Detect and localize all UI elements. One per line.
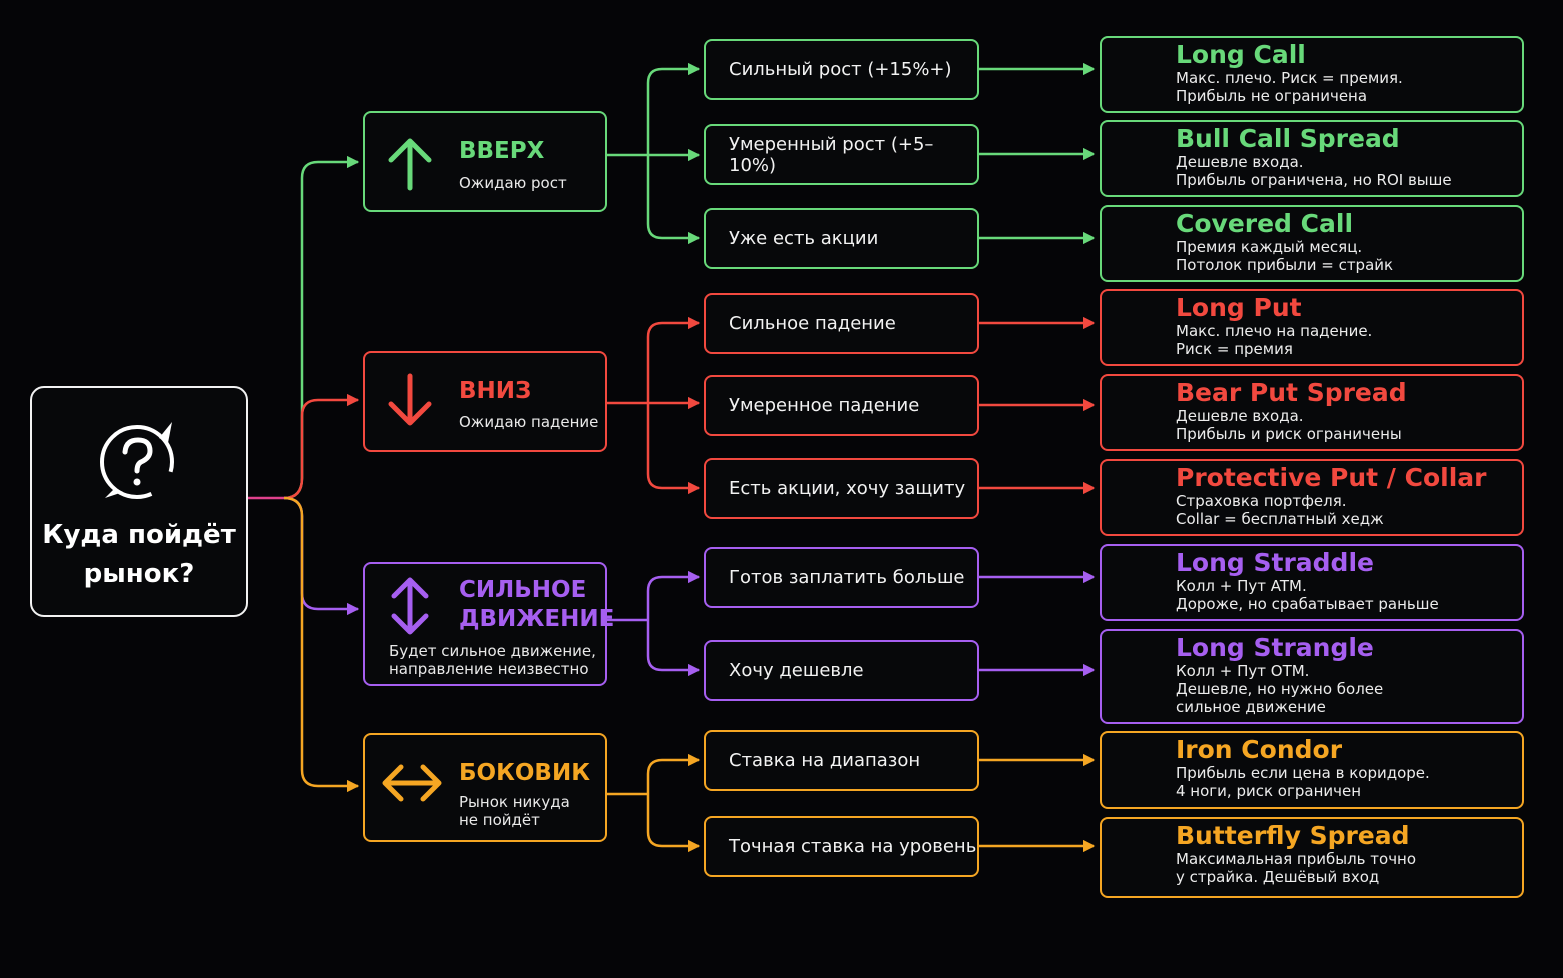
category-up-box: ВВЕРХ Ожидаю рост — [363, 111, 607, 212]
condition-label: Сильный рост (+15%+) — [729, 59, 952, 80]
strategy-box-long-straddle: Long Straddle Колл + Пут ATM. Дороже, но… — [1100, 544, 1524, 621]
connector-root-side — [283, 496, 360, 793]
category-subtitle: Ожидаю падение — [459, 413, 599, 431]
strategy-title: Protective Put / Collar — [1176, 463, 1487, 492]
category-subtitle: Ожидаю рост — [459, 174, 567, 192]
strategy-box-bear-put-spread: Bear Put Spread Дешевле входа. Прибыль и… — [1100, 374, 1524, 451]
condition-label: Точная ставка на уровень — [729, 836, 977, 857]
category-sideways-box: БОКОВИК Рынок никуда не пойдёт — [363, 733, 607, 842]
condition-label: Умеренное падение — [729, 395, 920, 416]
connector-root-move — [283, 496, 360, 616]
category-down-box: ВНИЗ Ожидаю падение — [363, 351, 607, 452]
connector-category-condition — [646, 620, 701, 677]
condition-label: Хочу дешевле — [729, 660, 864, 681]
connector-root-up — [283, 155, 360, 500]
root-question-box: Куда пойдёт рынок? — [30, 386, 248, 617]
condition-box: Сильный рост (+15%+) — [704, 39, 979, 100]
condition-label: Ставка на диапазон — [729, 750, 921, 771]
strategy-box-long-call: Long Call Макс. плечо. Риск = премия. Пр… — [1100, 36, 1524, 113]
strategy-box-covered-call: Covered Call Премия каждый месяц. Потоло… — [1100, 205, 1524, 282]
arrow-up-icon — [385, 135, 435, 195]
condition-box: Точная ставка на уровень — [704, 816, 979, 877]
connector-category-condition — [646, 794, 701, 853]
strategy-description: Дешевле входа. Прибыль и риск ограничены — [1176, 407, 1402, 443]
arrow-left-right-icon — [381, 763, 443, 807]
strategy-title: Iron Condor — [1176, 735, 1343, 764]
category-strong-move-box: СИЛЬНОЕ ДВИЖЕНИЕ Будет сильное движение,… — [363, 562, 614, 686]
condition-box: Есть акции, хочу защиту — [704, 458, 979, 519]
category-subtitle: Рынок никуда не пойдёт — [459, 793, 570, 829]
strategy-title: Butterfly Spread — [1176, 821, 1410, 850]
strategy-box-bull-call-spread: Bull Call Spread Дешевле входа. Прибыль … — [1100, 120, 1524, 197]
root-title: Куда пойдёт рынок? — [42, 520, 236, 589]
strategy-description: Максимальная прибыль точно у страйка. Де… — [1176, 850, 1417, 886]
strategy-description: Прибыль если цена в коридоре. 4 ноги, ри… — [1176, 764, 1430, 800]
arrow-down-icon — [385, 373, 435, 435]
connector-category-condition — [646, 155, 701, 245]
category-title: БОКОВИК — [459, 760, 591, 786]
category-title: СИЛЬНОЕ ДВИЖЕНИЕ — [459, 577, 615, 632]
strategy-description: Дешевле входа. Прибыль ограничена, но RO… — [1176, 153, 1452, 189]
strategy-title: Covered Call — [1176, 209, 1354, 238]
connector-category-condition — [646, 62, 701, 155]
category-title: ВНИЗ — [459, 378, 532, 404]
connector-category-condition — [646, 570, 701, 620]
condition-box: Умеренное падение — [704, 375, 979, 436]
strategy-box-long-strangle: Long Strangle Колл + Пут OTM. Дешевле, н… — [1100, 629, 1524, 724]
strategy-description: Страховка портфеля. Collar = бесплатный … — [1176, 492, 1384, 528]
condition-box: Готов заплатить больше — [704, 547, 979, 608]
strategy-box-long-put: Long Put Макс. плечо на падение. Риск = … — [1100, 289, 1524, 366]
connector-category-condition — [646, 316, 701, 403]
condition-label: Умеренный рост (+5–10%) — [729, 133, 934, 176]
category-title: ВВЕРХ — [459, 138, 545, 164]
strategy-description: Колл + Пут OTM. Дешевле, но нужно более … — [1176, 662, 1384, 716]
strategy-title: Bear Put Spread — [1176, 378, 1407, 407]
condition-label: Есть акции, хочу защиту — [729, 478, 966, 499]
question-compass-icon — [97, 418, 181, 506]
strategy-description: Колл + Пут ATM. Дороже, но срабатывает р… — [1176, 577, 1439, 613]
strategy-title: Long Call — [1176, 40, 1306, 69]
condition-label: Готов заплатить больше — [729, 567, 965, 588]
condition-box: Умеренный рост (+5–10%) — [704, 124, 979, 185]
strategy-box-protective-put-collar: Protective Put / Collar Страховка портфе… — [1100, 459, 1524, 536]
condition-label: Сильное падение — [729, 313, 896, 334]
category-subtitle: Будет сильное движение, направление неиз… — [389, 642, 596, 678]
strategy-description: Макс. плечо на падение. Риск = премия — [1176, 322, 1373, 358]
connector-root-down — [283, 393, 360, 500]
connector-category-condition — [646, 753, 701, 794]
strategy-box-butterfly-spread: Butterfly Spread Максимальная прибыль то… — [1100, 817, 1524, 898]
strategy-box-iron-condor: Iron Condor Прибыль если цена в коридоре… — [1100, 731, 1524, 809]
condition-box: Хочу дешевле — [704, 640, 979, 701]
strategy-description: Премия каждый месяц. Потолок прибыли = с… — [1176, 238, 1394, 274]
arrow-up-down-icon — [385, 576, 435, 640]
condition-box: Ставка на диапазон — [704, 730, 979, 791]
strategy-title: Long Put — [1176, 293, 1302, 322]
strategy-description: Макс. плечо. Риск = премия. Прибыль не о… — [1176, 69, 1403, 105]
strategy-title: Long Straddle — [1176, 548, 1374, 577]
connector-category-condition — [646, 403, 701, 495]
condition-box: Уже есть акции — [704, 208, 979, 269]
strategy-title: Long Strangle — [1176, 633, 1374, 662]
strategy-title: Bull Call Spread — [1176, 124, 1400, 153]
condition-box: Сильное падение — [704, 293, 979, 354]
condition-label: Уже есть акции — [729, 228, 879, 249]
